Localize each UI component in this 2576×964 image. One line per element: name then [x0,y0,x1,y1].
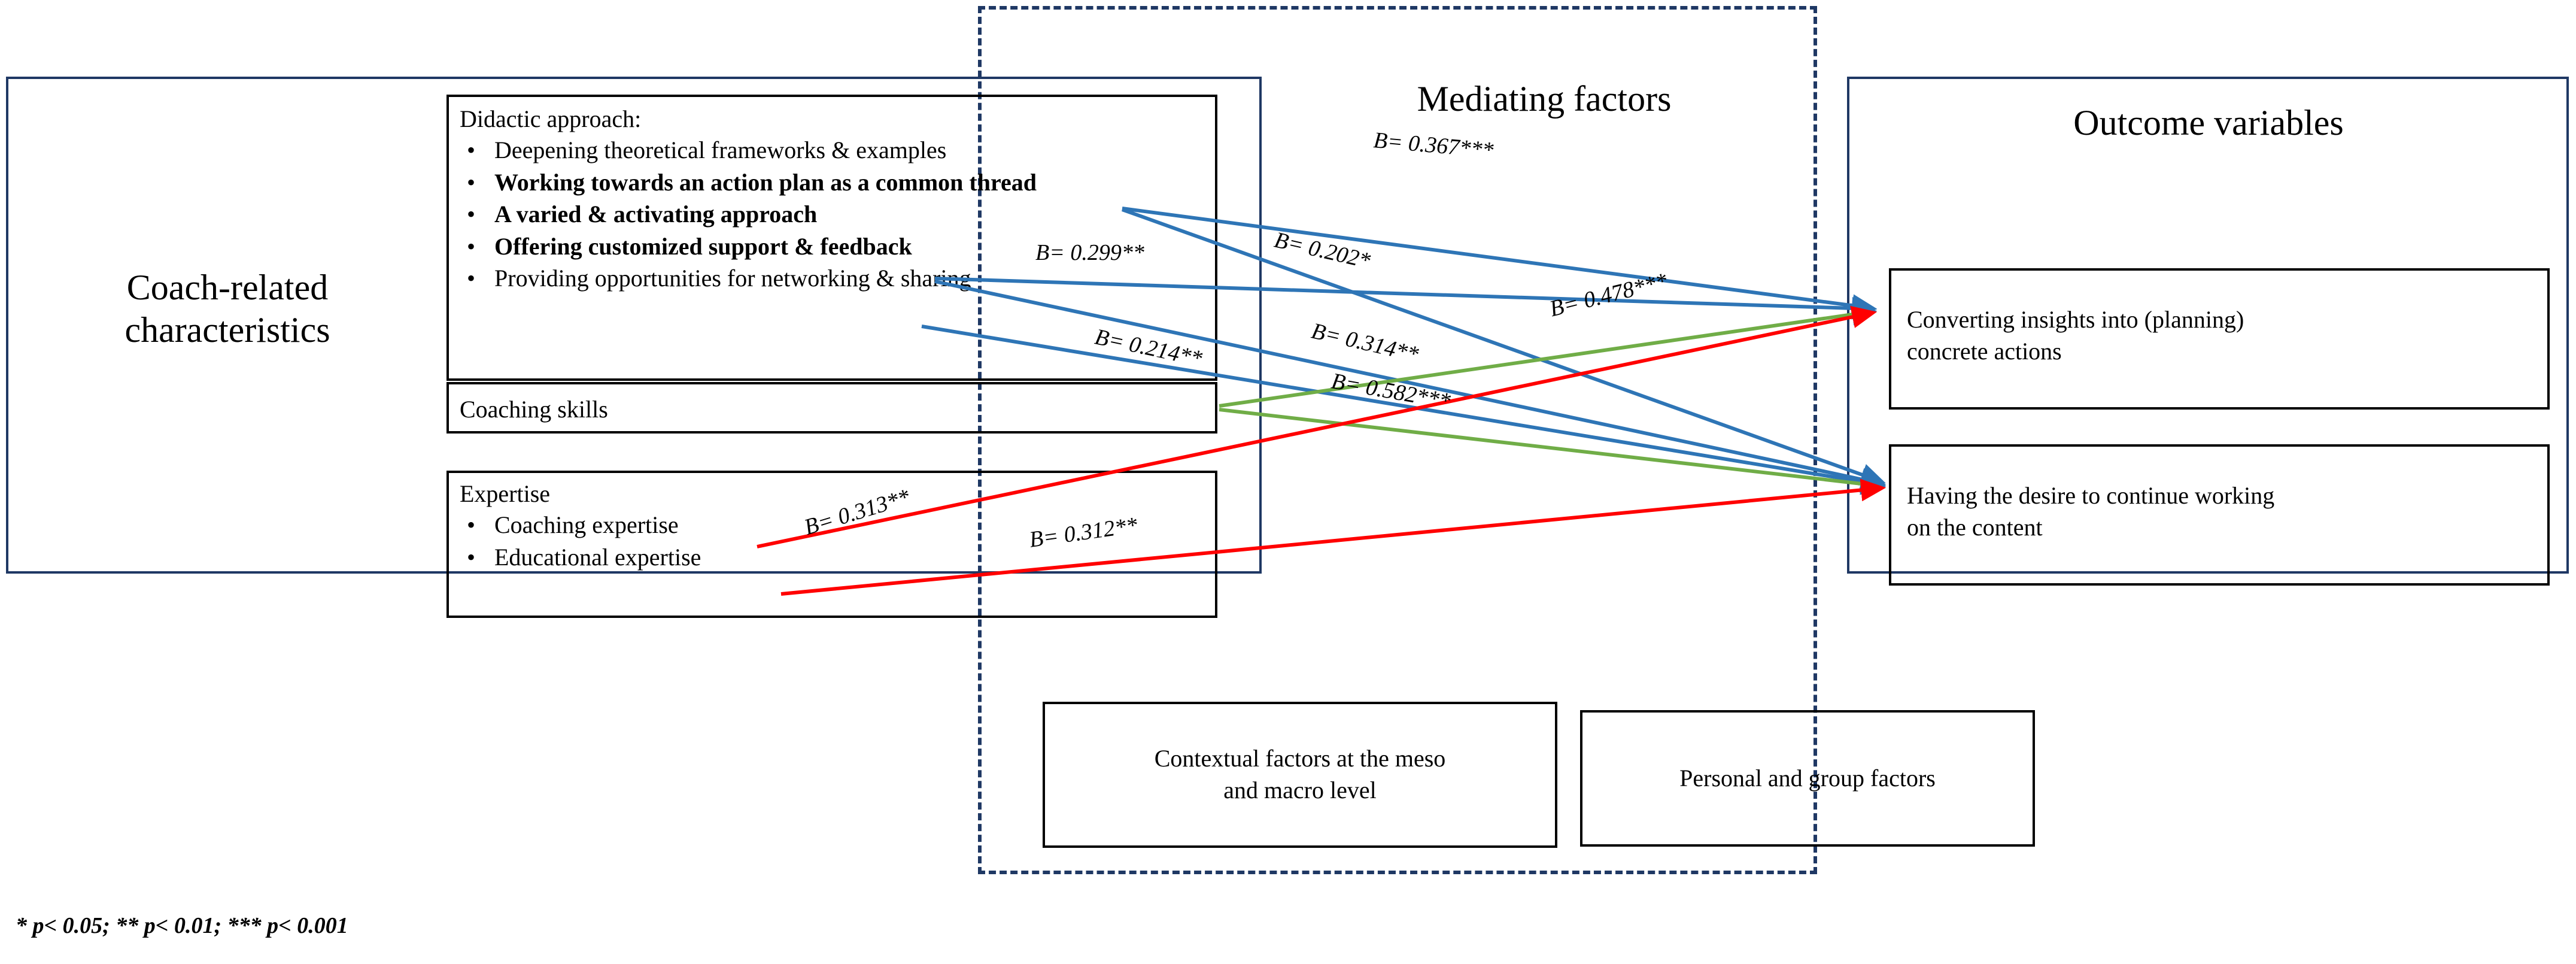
outcome-variables-title: Outcome variables [2073,103,2344,143]
list-item: • Coaching expertise [460,509,1204,541]
outcome1-line-1: Converting insights into (planning) [1907,306,2244,333]
contextual-line-2: and macro level [1223,777,1377,804]
bullet-icon: • [467,232,476,260]
personal-line-1: Personal and group factors [1679,764,1936,792]
list-item: • A varied & activating approach [460,198,1204,231]
list-item: • Offering customized support & feedback [460,231,1204,263]
expertise-box[interactable]: Expertise • Coaching expertise • Educati… [446,471,1217,618]
bullet-icon: • [467,265,476,292]
didactic-item-4-label: Providing opportunities for networking &… [494,265,971,292]
coach-related-characteristics-title: Coach-related characteristics [24,266,431,351]
expertise-item-0-label: Coaching expertise [494,511,679,538]
coach-title-line-1: Coach-related [126,268,329,307]
expertise-item-1-label: Educational expertise [494,543,701,571]
coaching-skills-label: Coaching skills [460,396,608,423]
didactic-item-0-label: Deepening theoretical frameworks & examp… [494,137,947,163]
coach-title-line-2: characteristics [124,310,330,350]
didactic-approach-box[interactable]: Didactic approach: • Deepening theoretic… [446,95,1217,381]
outcome-having-desire-box[interactable]: Having the desire to continue working on… [1889,444,2550,586]
bullet-icon: • [467,543,476,571]
outcome2-line-1: Having the desire to continue working [1907,482,2275,509]
didactic-approach-list: • Deepening theoretical frameworks & exa… [460,134,1204,295]
outcome1-line-2: concrete actions [1907,337,2062,365]
list-item: • Providing opportunities for networking… [460,262,1204,295]
significance-footnote: * p< 0.05; ** p< 0.01; *** p< 0.001 [16,913,348,938]
didactic-item-1-label: Working towards an action plan as a comm… [494,168,1037,196]
bullet-icon: • [467,511,476,538]
bullet-icon: • [467,201,476,228]
list-item: • Deepening theoretical frameworks & exa… [460,134,1204,166]
didactic-item-2-label: A varied & activating approach [494,201,818,228]
expertise-list: • Coaching expertise • Educational exper… [460,509,1204,573]
list-item: • Educational expertise [460,541,1204,574]
mediating-factors-title: Mediating factors [1417,79,1672,119]
didactic-approach-heading: Didactic approach: [460,105,642,132]
personal-group-factors-box[interactable]: Personal and group factors [1580,710,2035,847]
bullet-icon: • [467,137,476,163]
edge-label-e-0299: B= 0.299** [1035,240,1144,265]
list-item: • Working towards an action plan as a co… [460,166,1204,199]
contextual-line-1: Contextual factors at the meso [1154,745,1446,772]
outcome2-line-2: on the content [1907,513,2043,541]
expertise-heading: Expertise [460,480,551,507]
didactic-item-3-label: Offering customized support & feedback [494,232,912,260]
outcome-converting-insights-box[interactable]: Converting insights into (planning) conc… [1889,268,2550,410]
contextual-factors-box[interactable]: Contextual factors at the meso and macro… [1043,702,1557,848]
coaching-skills-box[interactable]: Coaching skills [446,382,1217,434]
bullet-icon: • [467,168,476,196]
